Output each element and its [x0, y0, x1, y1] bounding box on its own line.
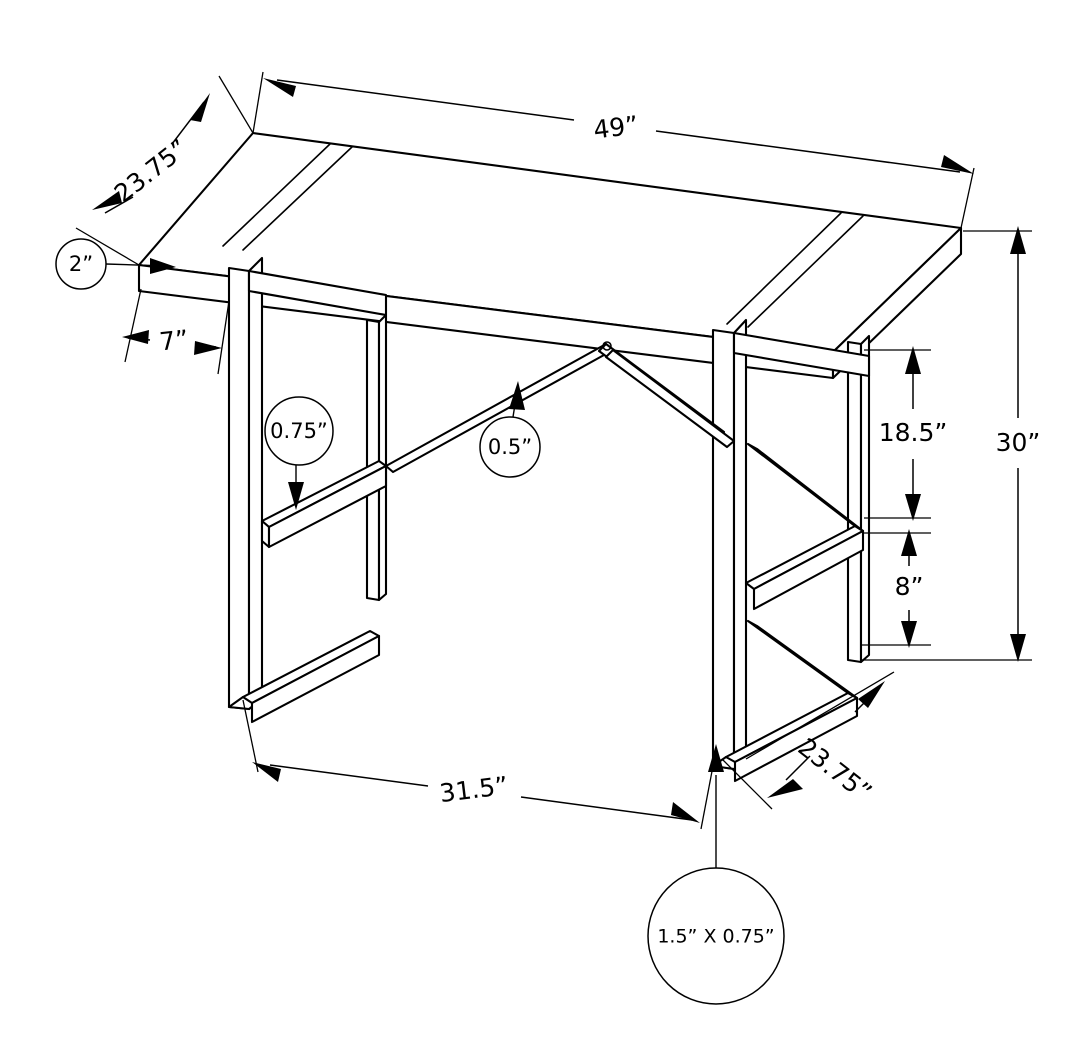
- arrow-width-left: [263, 78, 296, 97]
- ext-depthR-a: [745, 671, 895, 760]
- right-frame-diagonal-lower: [746, 619, 859, 700]
- label-callout-leg-profile: 1.5” X 0.75”: [657, 926, 774, 948]
- dimline-width-2: [655, 130, 961, 173]
- left-frame-middle-rail-face: [267, 464, 388, 549]
- arrow-width-right: [941, 155, 974, 174]
- left-frame-top-rail: [247, 269, 388, 317]
- ext-depthL-b: [75, 227, 140, 266]
- arrow-depthL-bottom: [92, 191, 122, 210]
- arrow-brace: [509, 381, 525, 410]
- desk-illustration: [137, 131, 963, 783]
- label-top-overhang: 7”: [158, 325, 190, 357]
- desktop-seam-left-a: [222, 143, 331, 247]
- ext-depthR-b: [722, 759, 773, 810]
- dimline-depthL-2: [104, 196, 134, 214]
- right-frame-top-rail: [732, 331, 871, 378]
- label-callout-top-edge: 2”: [69, 252, 93, 276]
- dimension-annotations: [55, 71, 1032, 1005]
- label-upper-shelf-gap: 18.5”: [879, 418, 948, 447]
- dimline-depthR-2: [785, 755, 811, 781]
- desktop-seam-right-a: [726, 212, 842, 325]
- label-overall-height: 30”: [996, 428, 1041, 457]
- ext-depthL-a: [218, 75, 254, 134]
- arrow-shelf: [288, 482, 304, 510]
- left-leg-inner-post-side: [377, 313, 388, 602]
- arrow-leg-profile: [708, 744, 724, 772]
- ext-overhang-a: [124, 288, 142, 363]
- right-leg-inner-post-side: [859, 334, 871, 664]
- right-frame-diagonal-upper: [746, 442, 865, 533]
- right-frame-bottom-rail-face: [733, 696, 859, 783]
- callout-labels: 2” 0.75” 0.5” 1.5” X 0.75”: [69, 252, 775, 948]
- label-lower-shelf-gap: 8”: [895, 572, 924, 601]
- left-leg-outer-post-side: [247, 256, 264, 711]
- desktop-seam-right-b: [747, 215, 864, 328]
- arrow-overhang-left: [122, 330, 149, 344]
- arrow-height-top: [1010, 226, 1026, 254]
- ext-width-a: [252, 71, 264, 134]
- label-depth-left: 23.75”: [109, 133, 193, 208]
- arrow-depthR-top: [858, 681, 885, 708]
- desktop-seam-left-b: [242, 146, 353, 251]
- arrow-lower-gap-top: [901, 529, 917, 556]
- ext-overhang-b: [217, 300, 230, 375]
- label-front-leg-span: 31.5”: [438, 771, 510, 808]
- arrow-depthL-top: [190, 93, 210, 122]
- arrow-height-bottom: [1010, 634, 1026, 662]
- left-leg-outer-post: [227, 266, 251, 711]
- right-frame-middle-rail-face: [752, 529, 865, 611]
- arrow-top-edge: [150, 258, 176, 274]
- arrow-depthR-bottom: [767, 779, 803, 798]
- ext-span-left: [242, 699, 259, 773]
- label-top-width: 49”: [592, 110, 640, 144]
- label-callout-brace-thickness: 0.5”: [488, 435, 532, 459]
- right-leg-outer-post: [711, 328, 736, 771]
- arrow-span-left: [252, 762, 281, 782]
- right-leg-inner-post: [846, 340, 863, 664]
- arrow-upper-gap-top: [905, 346, 921, 374]
- left-leg-inner-post: [365, 318, 381, 602]
- ext-span-right: [700, 765, 714, 830]
- label-callout-shelf-thickness: 0.75”: [270, 419, 328, 443]
- center-brace-right-arm-back: [604, 348, 736, 449]
- arrow-span-right: [671, 802, 700, 823]
- dimline-span-2: [520, 796, 693, 821]
- dimline-span-1: [269, 764, 429, 787]
- callout-bubble-shelf: [264, 396, 334, 466]
- right-leg-outer-post-side: [732, 318, 748, 771]
- arrow-lower-gap-bottom: [901, 621, 917, 648]
- callout-bubble-brace: [479, 416, 541, 478]
- label-depth-right: 23.75”: [793, 732, 877, 807]
- left-frame-bottom-rail-face: [250, 634, 381, 724]
- ext-width-b: [960, 167, 975, 229]
- arrow-upper-gap-bottom: [905, 494, 921, 521]
- center-brace-apex-joint: [602, 341, 612, 351]
- left-frame-bottom-rail-top: [241, 629, 381, 705]
- arrow-overhang-right: [194, 341, 222, 355]
- dimline-width-1: [276, 79, 575, 121]
